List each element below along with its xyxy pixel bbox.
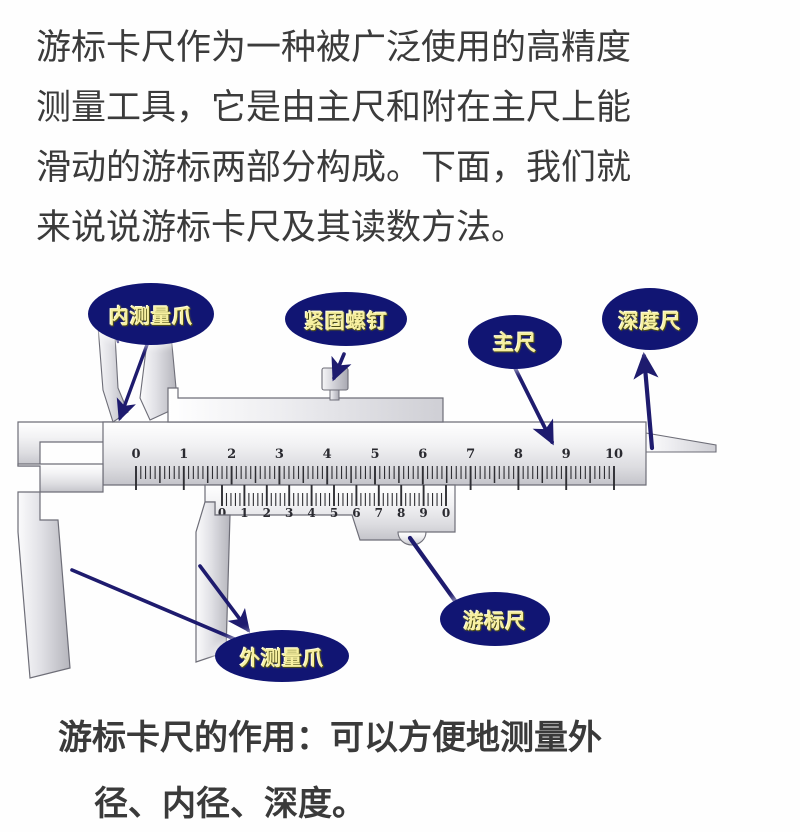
main-scale-ticks bbox=[135, 466, 615, 490]
svg-text:9: 9 bbox=[562, 447, 571, 462]
svg-text:6: 6 bbox=[418, 447, 427, 462]
main-beam bbox=[17, 421, 647, 493]
intro-line-3: 滑动的游标两部分构成。下面，我们就 bbox=[36, 148, 632, 188]
callout-lock-screw[interactable]: 紧固螺钉 bbox=[285, 292, 407, 346]
svg-text:9: 9 bbox=[419, 506, 427, 520]
svg-text:2: 2 bbox=[227, 447, 236, 462]
svg-text:10: 10 bbox=[605, 447, 623, 462]
svg-text:7: 7 bbox=[466, 447, 475, 462]
svg-text:4: 4 bbox=[323, 447, 332, 462]
svg-text:5: 5 bbox=[330, 506, 338, 520]
vernier-scale-ticks bbox=[221, 485, 447, 506]
svg-text:8: 8 bbox=[397, 506, 405, 520]
callout-main-scale-label: 主尺 bbox=[493, 331, 537, 355]
callout-main-scale[interactable]: 主尺 bbox=[468, 315, 562, 369]
callout-depth-rod[interactable]: 深度尺 bbox=[602, 288, 698, 350]
slider-bar bbox=[167, 387, 444, 423]
caption-line-2: 径、内径、深度。 bbox=[94, 784, 366, 824]
svg-text:8: 8 bbox=[514, 447, 523, 462]
main-scale-numbers: 0 1 2 3 4 5 6 7 8 9 10 bbox=[131, 447, 623, 462]
callout-vernier-scale[interactable]: 游标尺 bbox=[440, 592, 550, 646]
callout-outer-jaws[interactable]: 外测量爪 bbox=[215, 630, 349, 682]
callout-lock-screw-label: 紧固螺钉 bbox=[304, 308, 388, 333]
svg-text:7: 7 bbox=[375, 506, 383, 520]
intro-paragraph: 游标卡尺作为一种被广泛使用的高精度 测量工具，它是由主尺和附在主尺上能 滑动的游… bbox=[36, 18, 766, 258]
intro-line-4: 来说说游标卡尺及其读数方法。 bbox=[36, 208, 527, 248]
svg-text:4: 4 bbox=[307, 506, 315, 520]
outer-jaw-fixed bbox=[17, 491, 71, 679]
callout-depth-rod-label: 深度尺 bbox=[618, 308, 682, 333]
svg-text:0: 0 bbox=[218, 506, 226, 520]
caption-line-1: 游标卡尺的作用：可以方便地测量外 bbox=[58, 718, 602, 758]
callout-inner-jaws[interactable]: 内测量爪 bbox=[88, 283, 214, 345]
svg-text:0: 0 bbox=[131, 447, 140, 462]
callout-inner-jaws-label: 内测量爪 bbox=[109, 303, 193, 328]
svg-text:0: 0 bbox=[442, 506, 450, 520]
svg-text:3: 3 bbox=[285, 506, 293, 520]
intro-line-2: 测量工具，它是由主尺和附在主尺上能 bbox=[36, 88, 632, 128]
svg-text:1: 1 bbox=[179, 447, 188, 462]
svg-text:6: 6 bbox=[352, 506, 360, 520]
svg-text:3: 3 bbox=[275, 447, 284, 462]
svg-text:2: 2 bbox=[263, 506, 271, 520]
callout-vernier-scale-label: 游标尺 bbox=[463, 608, 527, 633]
callout-outer-jaws-label: 外测量爪 bbox=[240, 645, 324, 670]
bottom-caption: 游标卡尺的作用：可以方便地测量外 径、内径、深度。 bbox=[58, 705, 758, 837]
svg-text:1: 1 bbox=[240, 506, 248, 520]
svg-text:5: 5 bbox=[370, 447, 379, 462]
intro-line-1: 游标卡尺作为一种被广泛使用的高精度 bbox=[36, 28, 632, 68]
